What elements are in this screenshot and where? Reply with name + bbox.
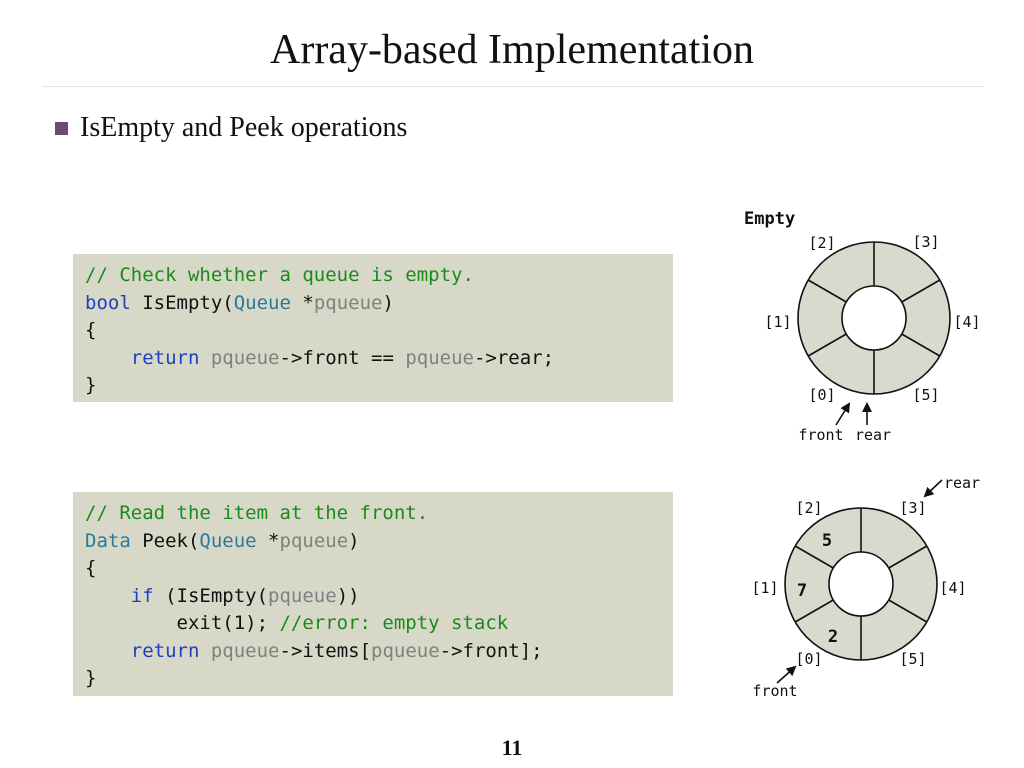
empty-rear-label: rear [855,426,891,444]
code-token: pqueue [405,346,474,369]
code-token: ->front == [279,346,406,369]
code-token: //error: empty stack [279,612,509,634]
code-token: pqueue [279,529,349,552]
empty-label: Empty [744,209,795,229]
code-token: ->items[ [279,639,372,662]
code-line: { [85,555,661,583]
empty-front-arrow [835,402,851,426]
bullet-text: IsEmpty and Peek operations [80,112,408,143]
code-token: pqueue [371,639,440,662]
code-token: ) [382,291,394,314]
code-line: } [85,372,661,400]
code-token: // Read the item at the front. [85,502,429,524]
empty-index-5: [5] [912,386,939,404]
empty-segment-divider [901,279,941,303]
empty-index-0: [0] [808,386,835,404]
code-token: * [290,291,314,314]
empty-front-label: front [798,426,843,444]
code-token: Peek( [130,529,200,552]
code-token: * [256,529,280,552]
code-token: )) [336,584,360,607]
code-line: bool IsEmpty(Queue *pqueue) [85,290,661,318]
filled-segment-divider [794,599,834,623]
code-token: bool [85,291,131,314]
isempty-code-block: // Check whether a queue is empty. bool I… [73,254,673,402]
code-token: if [130,584,154,607]
empty-circular-queue [797,241,951,395]
code-token: exit(1); [85,612,280,634]
page-number: 11 [501,735,523,760]
code-line: exit(1); //error: empty stack [85,610,661,638]
code-token: return [130,346,200,369]
code-token: pqueue [210,639,280,662]
code-line: return pqueue->items[pqueue->front]; [85,638,661,666]
empty-index-1: [1] [764,313,791,331]
filled-value-1: 7 [797,581,807,601]
code-line: } [85,665,661,693]
code-line: Data Peek(Queue *pqueue) [85,528,661,556]
empty-ring-inner [841,285,907,351]
code-token: // Check whether a queue is empty. [85,264,474,286]
code-token: pqueue [313,291,383,314]
code-line: // Check whether a queue is empty. [85,262,661,290]
title-divider [42,86,984,87]
filled-segment-divider [794,545,834,569]
filled-index-4: [4] [939,579,966,597]
empty-index-2: [2] [808,234,835,252]
code-line: // Read the item at the front. [85,500,661,528]
filled-index-2: [2] [795,499,822,517]
square-bullet-icon [55,121,68,135]
code-line: { [85,317,661,345]
filled-front-label: front [752,682,797,700]
code-token: (IsEmpty( [153,584,269,607]
empty-index-3: [3] [912,233,939,251]
code-token: IsEmpty( [130,291,234,314]
code-token: Queue [199,529,257,552]
filled-segment-divider [888,599,928,623]
code-token: Queue [233,291,291,314]
filled-index-5: [5] [899,650,926,668]
peek-code-block: // Read the item at the front. Data Peek(… [73,492,673,696]
code-token: ->front]; [439,639,543,662]
filled-value-0: 2 [828,627,838,647]
filled-index-1: [1] [751,579,778,597]
bullet-item: IsEmpty and Peek operations [55,112,407,144]
code-token: } [85,667,97,689]
empty-segment-divider [807,333,847,357]
empty-segment-divider [901,333,941,357]
code-token: { [85,557,97,579]
code-token: ) [348,529,360,552]
filled-index-3: [3] [899,499,926,517]
empty-index-4: [4] [953,313,980,331]
slide-title: Array-based Implementation [270,27,754,73]
empty-segment-divider [807,279,847,303]
code-token: Data [85,529,131,552]
code-line: if (IsEmpty(pqueue)) [85,583,661,611]
code-token: pqueue [210,346,280,369]
code-token: pqueue [268,584,337,607]
code-token: { [85,319,97,341]
code-token: return [130,639,200,662]
code-token: ->rear; [473,346,555,369]
code-token: } [85,374,97,396]
filled-value-2: 5 [822,531,832,551]
filled-rear-arrow [923,479,943,498]
filled-index-0: [0] [795,650,822,668]
filled-circular-queue [784,507,938,661]
filled-rear-label: rear [944,474,980,492]
filled-segment-divider [888,545,928,569]
filled-front-arrow [776,665,797,684]
code-line: return pqueue->front == pqueue->rear; [85,345,661,373]
filled-ring-inner [828,551,894,617]
